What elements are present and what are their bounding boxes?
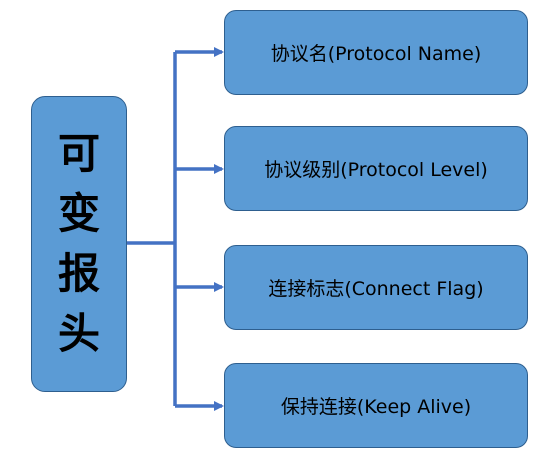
node-protocol-name: 协议名(Protocol Name): [224, 10, 528, 95]
root-node-title: 可 变 报 头: [58, 124, 100, 364]
node-label: 连接标志(Connect Flag): [268, 278, 484, 300]
root-title-char: 报: [57, 249, 100, 298]
root-node-variable-header: 可 变 报 头: [31, 96, 127, 392]
node-protocol-level: 协议级别(Protocol Level): [224, 126, 528, 211]
node-keep-alive: 保持连接(Keep Alive): [224, 363, 528, 448]
node-label: 协议名(Protocol Name): [270, 43, 482, 65]
node-connect-flag: 连接标志(Connect Flag): [224, 245, 528, 330]
root-title-char: 可: [57, 129, 100, 178]
node-label: 协议级别(Protocol Level): [264, 159, 488, 181]
node-label: 保持连接(Keep Alive): [280, 396, 472, 418]
root-title-char: 头: [57, 309, 100, 358]
root-title-char: 变: [57, 189, 100, 238]
